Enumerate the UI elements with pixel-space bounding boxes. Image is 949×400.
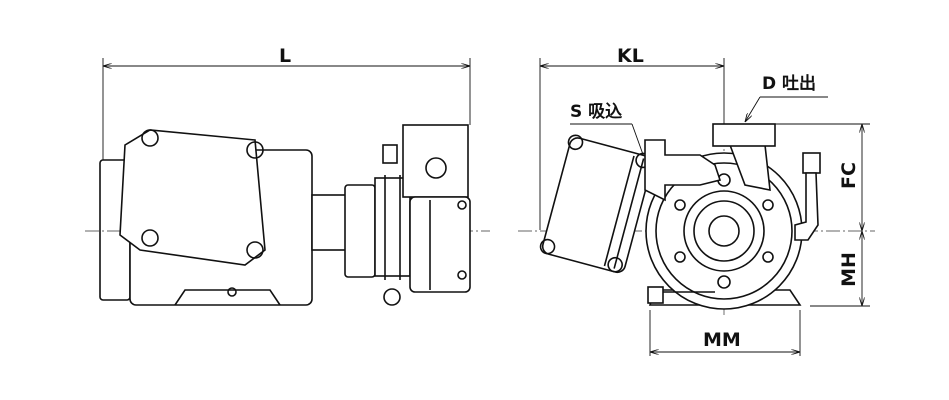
- dimension-label-mm: MM: [703, 329, 741, 351]
- discharge-port-label: D 吐出: [762, 74, 817, 94]
- dimension-label-kl: KL: [617, 45, 644, 67]
- dimension-lines: [102, 58, 870, 356]
- dimension-label-mh: MH: [837, 252, 860, 287]
- pump-side-view: [99, 124, 471, 306]
- suction-port-label: S 吸込: [570, 102, 623, 122]
- pump-front-view: [539, 123, 821, 310]
- dimension-label-l: L: [279, 45, 292, 67]
- dimension-label-fc: FC: [837, 162, 860, 189]
